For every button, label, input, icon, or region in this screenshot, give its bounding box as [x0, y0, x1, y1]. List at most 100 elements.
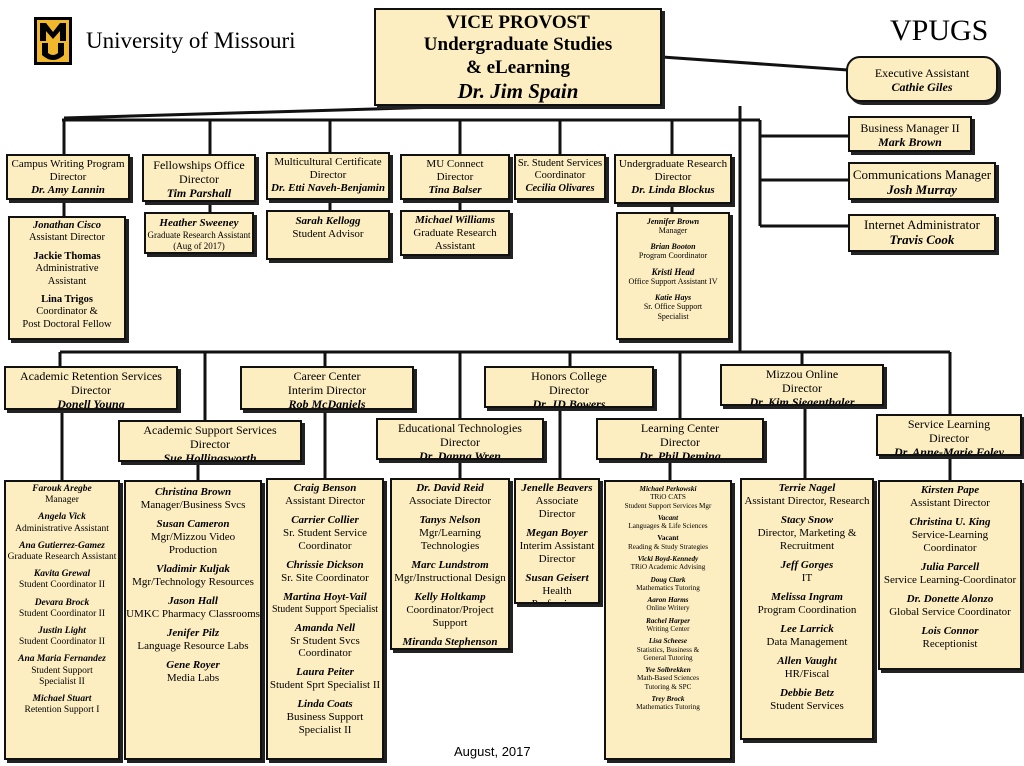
staff-name: Dr. David Reid	[416, 482, 484, 494]
staff-role: Interim Assistant Director	[519, 539, 595, 565]
service-learning-box: Service Learning Director Dr. Anne-Marie…	[876, 414, 1022, 456]
unit-role: Director	[309, 168, 347, 181]
unit-director-name: Dr. Anne-Marie Foley	[894, 445, 1004, 456]
vpugs-title: VPUGS	[890, 14, 989, 47]
staff-role: Service-Learning Coordinator	[911, 528, 989, 554]
business-manager-name: Mark Brown	[878, 135, 942, 150]
staff-name: Angela Vick	[38, 512, 86, 523]
staff-role: Manager	[45, 495, 79, 506]
mu-connect-staff-box: Michael Williams Graduate Research Assis…	[400, 210, 510, 256]
staff-role: Manager	[658, 226, 688, 236]
mizzou-online-box: Mizzou Online Director Dr. Kim Siegentha…	[720, 364, 884, 406]
staff-role: Business Manager	[392, 649, 508, 650]
staff-name: Kelly Holtkamp	[414, 590, 486, 603]
staff-role: TRiO CATS	[650, 493, 686, 502]
staff-name: Stacy Snow	[780, 513, 834, 526]
staff-name: Michael Stuart	[32, 694, 92, 705]
staff-role: Program Coordinator	[638, 251, 708, 261]
staff-name: Jackie Thomas	[33, 250, 101, 262]
fellowships-staff-box: Heather Sweeney Graduate Research Assist…	[144, 212, 254, 254]
executive-assistant-box: Executive Assistant Cathie Giles	[846, 56, 998, 102]
staff-name: Rachel Harper	[645, 616, 691, 625]
academic-support-box: Academic Support Services Director Sue H…	[118, 420, 302, 462]
staff-role: Student Advisor	[292, 227, 364, 240]
staff-role: Tutoring & SPC	[644, 682, 692, 691]
staff-name: Michael Williams	[415, 214, 495, 226]
staff-role: Sr. Student Service Coordinator	[282, 526, 368, 552]
staff-name: Kirsten Pape	[920, 484, 980, 496]
internet-administrator-title: Internet Administrator	[864, 217, 980, 232]
staff-role: Administrative	[35, 263, 99, 275]
staff-name: Debbie Betz	[779, 686, 835, 699]
unit-role: Director	[179, 172, 219, 187]
staff-name: Craig Benson	[293, 482, 357, 494]
communications-manager-title: Communications Manager	[852, 167, 992, 182]
unit-role: Coordinator	[534, 170, 586, 182]
staff-name: Jason Hall	[168, 594, 218, 607]
staff-name: Lee Larrick	[780, 622, 834, 635]
edtech-box: Educational Technologies Director Dr. Da…	[376, 418, 544, 460]
staff-role: Associate Director	[535, 494, 579, 520]
staff-name: Susan Cameron	[156, 517, 230, 530]
unit-title: Undergraduate Research	[618, 158, 728, 170]
staff-name: Melissa Ingram	[771, 590, 843, 603]
staff-role: Business Support Specialist II	[286, 711, 364, 737]
staff-role: Data Management	[766, 635, 848, 648]
staff-role: Global Service Coordinator	[889, 605, 1011, 618]
unit-title: Sr. Student Services	[517, 158, 603, 169]
edtech-staff-box: Dr. David Reid Associate Director Tanys …	[390, 478, 510, 650]
staff-role: Online Writery	[646, 604, 690, 613]
unit-role: Director	[549, 383, 589, 398]
internet-administrator-name: Travis Cook	[889, 232, 955, 248]
unit-director-name: Dr. JD Bowers	[532, 397, 606, 408]
staff-role: Student Coordinator II	[18, 580, 105, 591]
staff-role: Student Coordinator II	[18, 608, 105, 619]
staff-role: General Tutoring	[643, 653, 693, 662]
staff-name: Chrissie Dickson	[286, 558, 364, 571]
staff-role: Media Labs	[166, 671, 220, 684]
staff-name: Sarah Kellogg	[295, 215, 361, 227]
communications-manager-name: Josh Murray	[887, 182, 957, 198]
staff-role: Mgr/Mizzou Video Production	[150, 530, 236, 556]
staff-name: Brian Booton	[650, 241, 696, 251]
unit-director-name: Dr. Danna Wren	[419, 449, 501, 460]
staff-role: Mathematics Tutoring	[636, 703, 700, 712]
undergraduate-research-box: Undergraduate Research Director Dr. Lind…	[614, 154, 732, 204]
staff-name: Michael Perkowski	[639, 485, 697, 493]
staff-name: Vicki Boyd-Kennedy	[637, 554, 699, 563]
staff-name: Jonathan Cisco	[33, 220, 101, 231]
service-staff-box: Kirsten Pape Assistant Director Christin…	[878, 480, 1022, 670]
chart-date: August, 2017	[454, 744, 531, 759]
unit-director-name: Sue Hollingsworth	[163, 451, 257, 462]
staff-role: Assistant	[434, 239, 476, 252]
staff-name: Dr. Donette Alonzo	[906, 592, 994, 605]
sr-student-services-box: Sr. Student Services Coordinator Cecilia…	[514, 154, 606, 200]
staff-name: Aaron Harms	[647, 596, 689, 605]
staff-role: Mgr/Learning Technologies	[419, 526, 481, 552]
unit-director-name: Dr. Etti Naveh-Benjamin	[271, 181, 385, 194]
staff-role: Assistant Director	[910, 496, 990, 509]
unit-director-name: Rob McDaniels	[288, 397, 366, 410]
staff-name: Lisa Scheese	[648, 637, 688, 646]
staff-name: Farouk Aregbe	[32, 484, 92, 494]
multicultural-box: Multicultural Certificate Director Dr. E…	[266, 152, 390, 200]
communications-manager-box: Communications Manager Josh Murray	[848, 162, 996, 200]
staff-role: Student Support Specialist II	[31, 665, 93, 687]
staff-note: (Aug of 2017)	[173, 240, 225, 251]
unit-title: Career Center	[293, 369, 361, 383]
unit-role: Director	[49, 170, 87, 183]
fellowships-box: Fellowships Office Director Tim Parshall	[142, 154, 256, 202]
staff-name: Susan Geisert	[525, 571, 589, 584]
staff-role: Mgr/Technology Resources	[132, 575, 254, 588]
unit-role: Director	[654, 170, 692, 183]
staff-role: Student Services	[770, 699, 844, 712]
staff-role: Student Sprt Specialist II	[269, 679, 381, 692]
unit-title: Educational Technologies	[398, 421, 522, 435]
staff-role: Math-Based Sciences	[636, 674, 700, 683]
staff-role: Health Professions Advisor/MedOpp	[531, 584, 583, 604]
staff-name: Vladimir Kuljak	[156, 562, 230, 575]
support-staff-box: Christina Brown Manager/Business Svcs Su…	[124, 480, 262, 760]
staff-name: Jennifer Brown	[646, 217, 700, 226]
learning-staff-box: Michael Perkowski TRiO CATS Student Supp…	[604, 480, 732, 760]
